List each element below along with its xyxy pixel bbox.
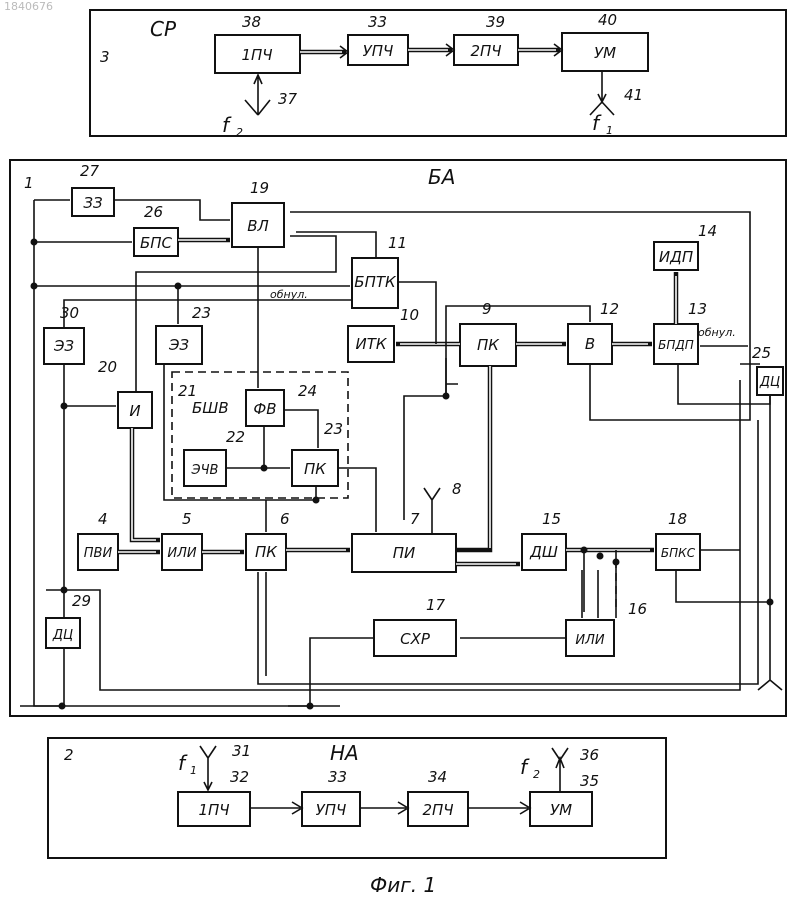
block-22-number: 22 xyxy=(226,428,245,446)
ba-title: БА xyxy=(428,165,455,189)
block-22-label: ЭЧВ xyxy=(191,463,219,478)
ba-number: 1 xyxy=(24,174,34,192)
reset-label-13: обнул. xyxy=(698,326,736,339)
block-32-number: 32 xyxy=(230,768,249,786)
block-23-label: ЭЗ xyxy=(168,336,189,354)
block-15-number: 15 xyxy=(542,510,561,528)
block-12-number: 12 xyxy=(600,300,619,318)
block-38-label: 1ПЧ xyxy=(241,46,272,64)
block-35-number: 35 xyxy=(580,772,599,790)
block-10-number: 10 xyxy=(400,306,419,324)
block-32-label: 1ПЧ xyxy=(198,801,229,819)
block-6-number: 6 xyxy=(280,510,290,528)
block-5-number: 5 xyxy=(182,510,192,528)
block-33-na-label: УПЧ xyxy=(316,801,347,819)
block-33-sr-label: УПЧ xyxy=(363,42,394,60)
block-27-number: 27 xyxy=(80,162,100,180)
block-40-number: 40 xyxy=(598,11,617,29)
block-4-number: 4 xyxy=(98,510,108,528)
block-18-number: 18 xyxy=(668,510,687,528)
block-39-number: 39 xyxy=(486,13,505,31)
block-29-number: 29 xyxy=(72,592,91,610)
block-34-label: 2ПЧ xyxy=(422,801,453,819)
block-7-label: ПИ xyxy=(393,544,416,562)
block-35-label: УМ xyxy=(550,801,572,819)
reset-label-11: обнул. xyxy=(270,288,308,301)
block-25-label: ДЦ xyxy=(759,375,780,390)
block-23-number: 23 xyxy=(192,304,211,322)
sr-panel: СР 3 1ПЧ 38 УПЧ 33 2ПЧ 39 УМ 40 f 2 37 f… xyxy=(90,10,786,139)
subsystem-21-number: 21 xyxy=(178,382,197,400)
block-7-number: 7 xyxy=(410,510,420,528)
block-33-sr-number: 33 xyxy=(368,13,387,31)
ant-36-sub: 2 xyxy=(533,768,540,781)
block-11-number: 11 xyxy=(388,234,407,252)
ant-37-sub: 2 xyxy=(236,126,243,139)
ba-panel: БА 1 21 БШВ ЗЗ 27 БПС 26 ВЛ 19 БПТК 11 И… xyxy=(10,160,786,716)
block-16-number: 16 xyxy=(628,600,647,618)
block-9-label: ПК xyxy=(477,336,500,354)
block-23-pk-label: ПК xyxy=(304,460,327,478)
ant-37-freq: f xyxy=(222,113,232,137)
block-24-number: 24 xyxy=(298,382,317,400)
ant-31-sub: 1 xyxy=(190,764,197,777)
block-20-number: 20 xyxy=(98,358,117,376)
ant-36-number: 36 xyxy=(580,746,599,764)
block-26-label: БПС xyxy=(140,234,173,252)
block-5-label: ИЛИ xyxy=(167,546,197,561)
block-17-number: 17 xyxy=(426,596,446,614)
block-14-label: ИДП xyxy=(659,248,693,266)
block-30-number: 30 xyxy=(60,304,79,322)
ant-41-freq: f xyxy=(592,111,602,135)
block-19-number: 19 xyxy=(250,179,269,197)
block-13-number: 13 xyxy=(688,300,707,318)
ant-31-freq: f xyxy=(178,751,188,775)
block-26-number: 26 xyxy=(144,203,163,221)
block-18-label: БПКС xyxy=(661,546,696,560)
block-16-label: ИЛИ xyxy=(575,633,605,648)
sr-frame xyxy=(90,10,786,136)
block-40-label: УМ xyxy=(594,44,616,62)
na-panel: НА 2 1ПЧ 32 УПЧ 33 2ПЧ 34 УМ 35 f 1 31 f… xyxy=(48,738,666,858)
block-4-label: ПВИ xyxy=(84,546,113,561)
block-29-label: ДЦ xyxy=(52,628,73,643)
block-15-label: ДШ xyxy=(529,543,558,561)
block-33-na-number: 33 xyxy=(328,768,347,786)
block-9-number: 9 xyxy=(482,300,492,318)
block-34-number: 34 xyxy=(428,768,447,786)
sr-title: СР xyxy=(150,17,177,41)
block-6-label: ПК xyxy=(255,543,278,561)
block-38-number: 38 xyxy=(242,13,261,31)
na-title: НА xyxy=(330,741,359,765)
block-17-label: СХР xyxy=(400,630,431,648)
block-25-number: 25 xyxy=(752,344,771,362)
block-30-label: ЭЗ xyxy=(53,337,74,355)
block-24-label: ФВ xyxy=(253,400,276,418)
figure-caption: Фиг. 1 xyxy=(370,873,436,897)
corner-code: 1840676 xyxy=(4,0,53,13)
block-13-label: БПДП xyxy=(658,338,694,352)
block-14-number: 14 xyxy=(698,222,717,240)
ant-41-number: 41 xyxy=(624,86,643,104)
ant-8-number: 8 xyxy=(452,480,462,498)
block-27-label: ЗЗ xyxy=(83,194,103,212)
ant-36-freq: f xyxy=(520,755,530,779)
ant-37-number: 37 xyxy=(278,90,298,108)
sr-number: 3 xyxy=(100,48,110,66)
na-number: 2 xyxy=(64,746,74,764)
block-23-pk-number: 23 xyxy=(324,420,343,438)
block-20-label: И xyxy=(129,402,140,420)
ant-41-sub: 1 xyxy=(606,124,613,137)
block-12-label: В xyxy=(585,335,595,353)
block-11-label: БПТК xyxy=(354,273,397,291)
ant-31-number: 31 xyxy=(232,742,251,760)
block-19-label: ВЛ xyxy=(247,217,269,235)
block-39-label: 2ПЧ xyxy=(470,42,501,60)
subsystem-21-label: БШВ xyxy=(192,399,229,417)
block-10-label: ИТК xyxy=(355,335,387,353)
